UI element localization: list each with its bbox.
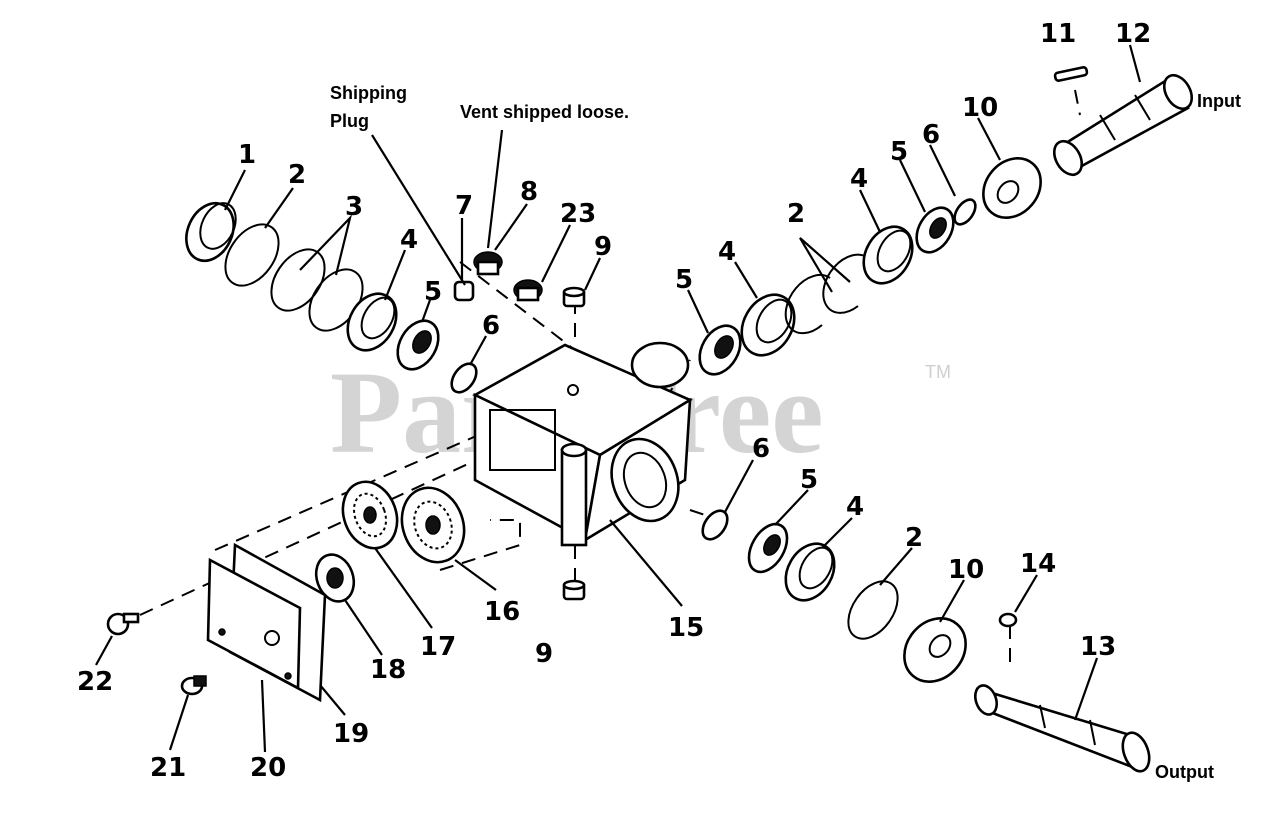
callout-4-left: 4 — [400, 225, 418, 255]
part-21-fitting — [180, 675, 207, 696]
part-2-snap-ring-mid-a — [784, 273, 831, 335]
callout-11: 11 — [1040, 19, 1076, 49]
leader-lines — [95, 44, 1142, 753]
callout-16: 16 — [484, 597, 520, 627]
vent-note: Vent shipped loose. — [460, 102, 629, 122]
shipping-plug-label-line2: Plug — [330, 111, 369, 131]
part-5-bearing-cone-upper — [915, 206, 955, 254]
part-2-snap-ring-mid-b — [822, 253, 869, 314]
part-10-collar-upper — [982, 157, 1042, 219]
callout-5-low: 5 — [800, 465, 818, 495]
callout-2-low: 2 — [905, 523, 923, 553]
part-6-seal-left — [450, 362, 478, 394]
callout-19: 19 — [333, 719, 369, 749]
callout-20: 20 — [250, 753, 286, 783]
part-1-bearing-cup — [185, 201, 237, 263]
part-16-bevel-gear — [400, 486, 466, 564]
output-label: Output — [1155, 762, 1214, 782]
callout-4-upper: 4 — [850, 164, 868, 194]
part-23-fitting — [513, 279, 543, 302]
part-2-snap-ring-left — [224, 223, 280, 287]
callout-3: 3 — [345, 192, 363, 222]
part-4-bearing-cup-upper — [862, 225, 914, 285]
part-2-snap-ring-low — [847, 580, 899, 640]
callout-4-low: 4 — [846, 492, 864, 522]
callout-1: 1 — [238, 140, 256, 170]
part-5-bearing-cone-low — [747, 522, 789, 574]
callout-9-top: 9 — [594, 232, 612, 262]
callout-9-bottom: 9 — [535, 639, 553, 669]
part-4-bearing-cup-left — [346, 292, 398, 352]
callout-6-low: 6 — [752, 434, 770, 464]
part-8-vent — [473, 251, 503, 276]
part-10-collar-low — [903, 617, 967, 683]
callout-5-mid: 5 — [675, 265, 693, 295]
callout-6-left: 6 — [482, 311, 500, 341]
callout-7: 7 — [455, 191, 473, 221]
part-6-seal-low — [701, 509, 729, 541]
callout-2-left: 2 — [288, 160, 306, 190]
part-12-input-shaft — [1052, 73, 1194, 177]
shipping-plug-label-line1: Shipping — [330, 83, 407, 103]
callout-18: 18 — [370, 655, 406, 685]
callout-21: 21 — [150, 753, 186, 783]
part-17-bevel-gear — [341, 480, 399, 550]
part-22-bolt — [106, 612, 140, 636]
callout-2-mid: 2 — [787, 199, 805, 229]
callout-5-left: 5 — [424, 277, 442, 307]
callout-12: 12 — [1115, 19, 1151, 49]
part-6-seal-upper — [953, 198, 977, 226]
input-label: Input — [1197, 91, 1241, 111]
callout-14: 14 — [1020, 549, 1056, 579]
callout-4-mid: 4 — [718, 237, 736, 267]
callout-10-upper: 10 — [962, 93, 998, 123]
part-9-plug-top — [562, 286, 586, 308]
callout-17: 17 — [420, 632, 456, 662]
part-5-bearing-cone-left — [396, 319, 440, 371]
part-13-output-shaft — [973, 684, 1151, 773]
part-18-bearing — [314, 553, 356, 603]
part-11-key — [1053, 66, 1089, 82]
part-9-plug-bottom — [562, 579, 586, 601]
callout-10-low: 10 — [948, 555, 984, 585]
callout-15: 15 — [668, 613, 704, 643]
callout-5-upper: 5 — [890, 137, 908, 167]
watermark-trademark: TM — [925, 362, 951, 382]
callout-22: 22 — [77, 667, 113, 697]
callout-6-upper: 6 — [922, 120, 940, 150]
part-5-bearing-cone-mid — [698, 324, 742, 376]
part-14-key — [998, 612, 1018, 628]
part-20-cover-plate — [206, 557, 302, 691]
part-4-bearing-cup-mid — [740, 293, 796, 357]
callout-23: 23 — [560, 199, 596, 229]
part-15-gearbox-housing — [472, 341, 693, 547]
callout-13: 13 — [1080, 632, 1116, 662]
callout-8: 8 — [520, 177, 538, 207]
